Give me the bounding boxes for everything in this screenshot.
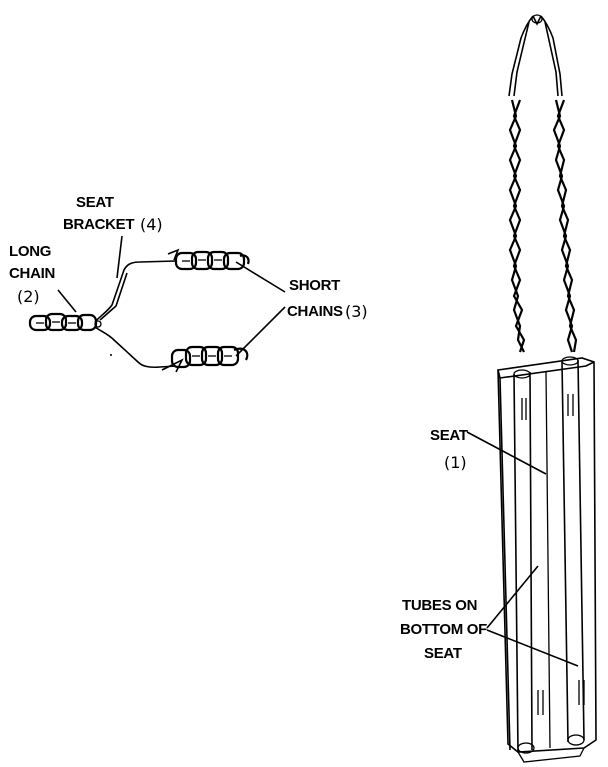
long-chain xyxy=(28,312,98,332)
left-chain xyxy=(508,99,526,353)
tubes-label-line3: SEAT xyxy=(424,645,462,662)
short-chains-number: (3) xyxy=(345,302,368,321)
leader-tubes-lower xyxy=(486,629,579,667)
seat-bracket-label-line1: SEAT xyxy=(76,194,114,211)
seat-board xyxy=(497,356,597,763)
leader-seat xyxy=(466,431,547,475)
leader-short-chain-upper xyxy=(235,261,286,293)
seat-assembly: SEAT (1) TUBES ON BOTTOM OF SEAT xyxy=(400,14,597,763)
seat-bracket xyxy=(94,260,177,369)
leader-short-chain-lower xyxy=(235,306,286,357)
long-chain-number: (2) xyxy=(17,287,40,306)
short-chains-label-line1: SHORT xyxy=(289,277,340,294)
bracket-assembly-detail: SEAT BRACKET (4) LONG CHAIN (2) SHORT CH… xyxy=(9,194,368,373)
seat-label: SEAT xyxy=(430,427,468,444)
tubes-label-line2: BOTTOM OF xyxy=(400,621,487,638)
leader-tubes-upper xyxy=(486,565,539,629)
long-chain-label-line1: LONG xyxy=(9,243,51,260)
short-chain-upper xyxy=(167,248,250,271)
speck xyxy=(110,354,112,356)
leader-long-chain xyxy=(57,289,77,313)
long-chain-label-line2: CHAIN xyxy=(9,265,55,282)
tubes-label-line1: TUBES ON xyxy=(402,597,477,614)
seat-bracket-number: (4) xyxy=(140,215,163,234)
short-chain-lower xyxy=(161,345,249,373)
leader-seat-bracket xyxy=(116,235,123,279)
seat-number: (1) xyxy=(444,453,467,472)
short-chains-label-line2: CHAINS xyxy=(287,303,343,320)
seat-tube-left xyxy=(513,369,544,754)
seat-tube-right xyxy=(561,356,585,746)
right-chain xyxy=(552,99,578,353)
top-bracket xyxy=(508,14,563,97)
seat-bracket-label-line2: BRACKET xyxy=(63,216,134,233)
